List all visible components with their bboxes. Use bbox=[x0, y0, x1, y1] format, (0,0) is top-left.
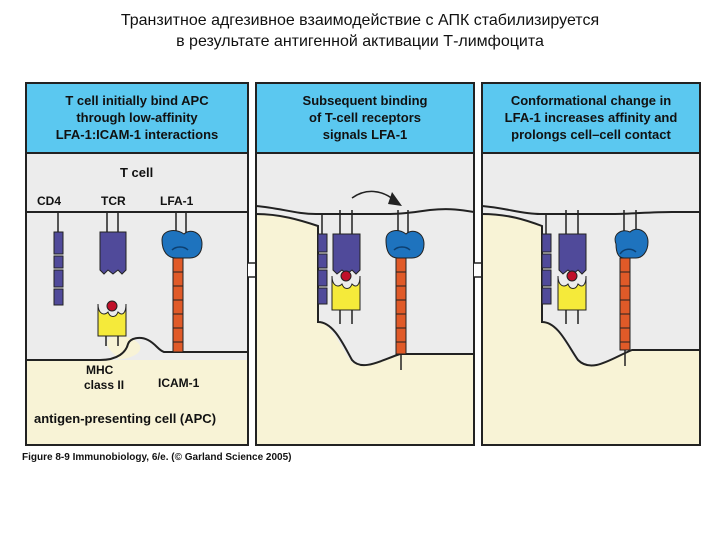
panel-1-header-line-3: LFA-1:ICAM-1 interactions bbox=[56, 127, 219, 142]
cd4-molecule-panel-3 bbox=[541, 214, 552, 305]
panel-3: Conformational change in LFA-1 increases… bbox=[481, 82, 701, 446]
panel-3-tcell-membrane bbox=[482, 205, 700, 215]
panel-2: Subsequent binding of T-cell receptors s… bbox=[255, 82, 475, 446]
lfa1-label: LFA-1 bbox=[160, 194, 194, 208]
panel-2-header-line-2: of T-cell receptors bbox=[309, 110, 421, 125]
panel-1-header bbox=[26, 83, 248, 153]
panel-3-apc-region bbox=[482, 214, 700, 445]
panel-3-header bbox=[482, 83, 700, 153]
panel-2-apc-membrane bbox=[256, 213, 474, 366]
caption-source: Immunobiology, 6/e. (© Garland Science 2… bbox=[72, 452, 292, 463]
panel-2-header bbox=[256, 83, 474, 153]
icam1-molecule-panel-2 bbox=[395, 257, 407, 370]
panel-3-header-line-3: prolongs cell–cell contact bbox=[511, 127, 671, 142]
mhc-label-line-1: MHC bbox=[86, 363, 114, 377]
peptide-dot bbox=[106, 300, 118, 312]
icam1-molecule-panel-3 bbox=[619, 257, 631, 366]
caption-figure-number: Figure 8-9 bbox=[22, 452, 70, 463]
panel-1-apc-membrane bbox=[26, 336, 248, 361]
slide-title-line-1: Транзитное адгезивное взаимодействие с А… bbox=[120, 12, 600, 29]
cd4-molecule-panel-2 bbox=[317, 214, 328, 305]
panel-3-apc-membrane bbox=[482, 213, 700, 367]
mhc-molecule-panel-2 bbox=[331, 270, 361, 324]
panel-1-header-line-2: through low-affinity bbox=[76, 110, 198, 125]
tcr-label: TCR bbox=[101, 194, 126, 208]
panel-1-apc-region bbox=[26, 335, 248, 445]
panel-2-apc-region bbox=[256, 214, 474, 445]
lfa1-molecule bbox=[161, 212, 203, 259]
slide-title: Транзитное адгезивное взаимодействие с А… bbox=[40, 10, 680, 52]
cd4-molecule bbox=[53, 212, 64, 306]
panel-2-header-line-1: Subsequent binding bbox=[303, 93, 428, 108]
peptide-dot-panel-2 bbox=[340, 270, 352, 282]
panel-1: T cell initially bind APC through low-af… bbox=[25, 82, 249, 446]
icam1-molecule bbox=[172, 257, 184, 353]
lfa1-molecule-panel-2 bbox=[385, 210, 425, 259]
lfa1-molecule-panel-3 bbox=[614, 210, 649, 259]
slide-title-line-2: в результате антигенной активации Т-лимф… bbox=[176, 33, 544, 50]
cd4-label: CD4 bbox=[37, 194, 61, 208]
peptide-dot-panel-3 bbox=[566, 270, 578, 282]
mhc-label-line-2: class II bbox=[84, 378, 124, 392]
signal-arrowhead bbox=[388, 192, 402, 206]
icam1-label: ICAM-1 bbox=[158, 376, 200, 390]
panel-3-header-line-2: LFA-1 increases affinity and bbox=[505, 110, 678, 125]
mhc-molecule-panel-3 bbox=[557, 270, 587, 324]
tcr-molecule bbox=[99, 212, 127, 275]
figure-caption: Figure 8-9 Immunobiology, 6/e. (© Garlan… bbox=[22, 452, 292, 463]
apc-label: antigen-presenting cell (APC) bbox=[34, 411, 216, 426]
panel-1-header-line-1: T cell initially bind APC bbox=[65, 93, 209, 108]
t-cell-label: T cell bbox=[120, 165, 153, 180]
panel-2-header-line-3: signals LFA-1 bbox=[323, 127, 408, 142]
mhc-molecule bbox=[97, 300, 127, 346]
panel-3-header-line-1: Conformational change in bbox=[511, 93, 671, 108]
